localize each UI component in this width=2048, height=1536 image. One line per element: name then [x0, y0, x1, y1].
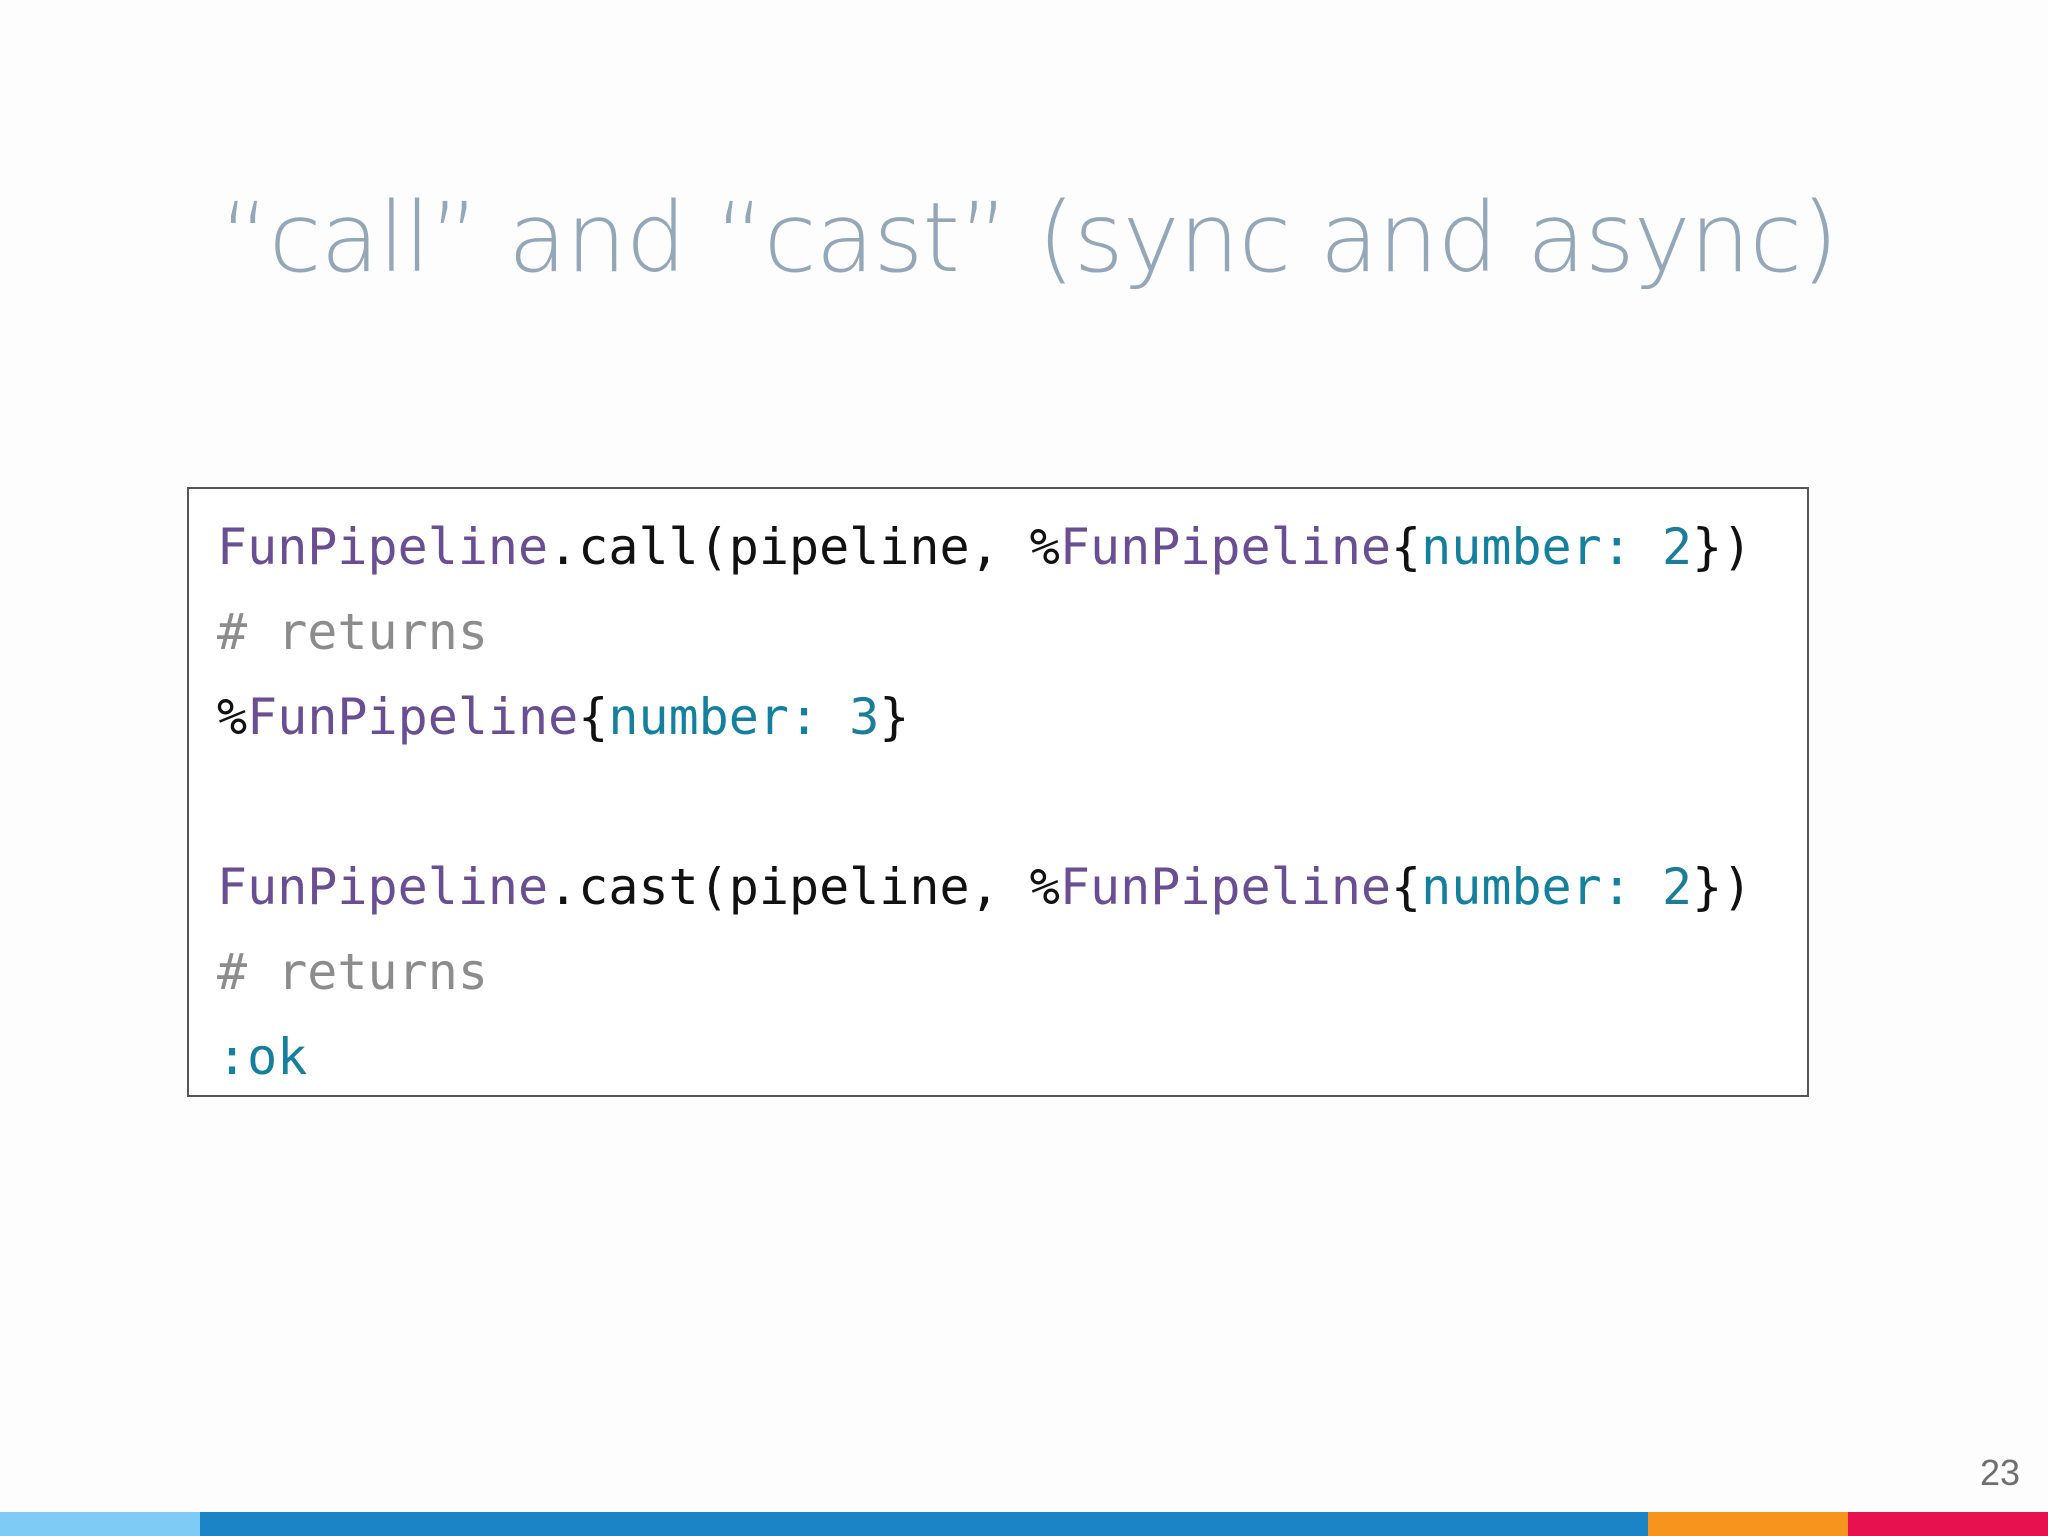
- code-struct-key: number:: [1421, 858, 1662, 916]
- code-brace-open: {: [578, 688, 609, 746]
- code-struct-name: FunPipeline: [1059, 858, 1392, 916]
- code-struct-value: 2: [1661, 518, 1693, 576]
- code-atom: :ok: [217, 1028, 308, 1086]
- code-cast-function: .cast(pipeline,: [548, 858, 1030, 916]
- code-brace-close: }): [1692, 518, 1753, 576]
- code-struct-percent: %: [1029, 518, 1060, 576]
- code-line-cast-result: :ok: [217, 1015, 1807, 1100]
- code-struct-name: FunPipeline: [1059, 518, 1392, 576]
- code-line-cast: FunPipeline.cast(pipeline, %FunPipeline{…: [217, 845, 1807, 930]
- code-line-call: FunPipeline.call(pipeline, %FunPipeline{…: [217, 505, 1807, 590]
- code-struct-percent: %: [217, 688, 248, 746]
- code-brace-open: {: [1391, 858, 1422, 916]
- code-call-function: .call(pipeline,: [548, 518, 1030, 576]
- code-line-comment-call: # returns: [217, 590, 1807, 675]
- code-brace-open: {: [1391, 518, 1422, 576]
- code-brace-close: }): [1692, 858, 1753, 916]
- code-struct-key: number:: [608, 688, 850, 746]
- code-line-comment-cast: # returns: [217, 930, 1807, 1015]
- code-block: FunPipeline.call(pipeline, %FunPipeline{…: [187, 487, 1809, 1097]
- code-module-name: FunPipeline: [217, 858, 549, 916]
- footer-segment-orange: [1648, 1512, 1848, 1536]
- footer-color-bar: [0, 1512, 2048, 1536]
- code-comment: # returns: [217, 943, 488, 1001]
- footer-segment-light-blue: [0, 1512, 200, 1536]
- code-line-blank: [217, 760, 1807, 845]
- code-brace-close: }: [879, 688, 910, 746]
- code-comment: # returns: [217, 603, 488, 661]
- slide-title: “call” and “cast” (sync and async): [220, 182, 1839, 294]
- footer-segment-blue: [200, 1512, 1648, 1536]
- code-struct-name: FunPipeline: [247, 688, 579, 746]
- code-struct-percent: %: [1029, 858, 1060, 916]
- code-struct-value: 2: [1661, 858, 1693, 916]
- footer-segment-red: [1848, 1512, 2048, 1536]
- page-number: 23: [1979, 1452, 2020, 1493]
- code-struct-value: 3: [849, 688, 880, 746]
- code-module-name: FunPipeline: [217, 518, 549, 576]
- code-struct-key: number:: [1421, 518, 1662, 576]
- code-line-call-result: %FunPipeline{number: 3}: [217, 675, 1807, 760]
